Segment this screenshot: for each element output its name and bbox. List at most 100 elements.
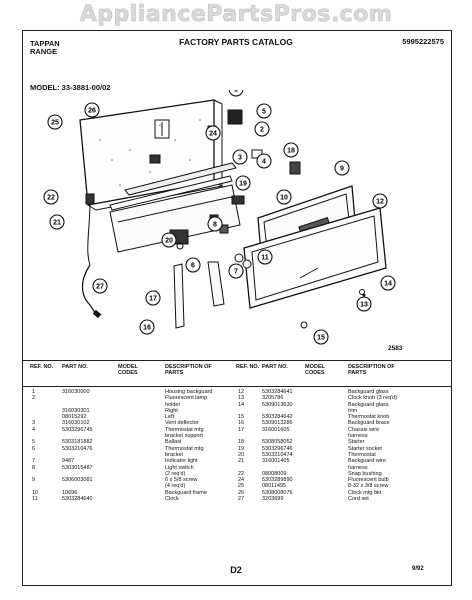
table-top-rule	[22, 360, 452, 361]
cell-ref: 18	[238, 439, 245, 446]
callout-label: 3	[238, 155, 242, 162]
cell-desc: Starter socket	[348, 445, 382, 452]
callout-22: 22	[43, 189, 59, 205]
callout-circle	[356, 296, 372, 312]
table-row: bracket	[30, 452, 230, 458]
brand-line-2: RANGE	[30, 47, 58, 56]
cell-part: 08015292	[62, 414, 87, 421]
figure-number: 2583	[388, 345, 403, 352]
table-header-rule	[22, 386, 452, 387]
callout-10: 10	[276, 189, 292, 205]
cell-desc: Backguard glass	[348, 401, 389, 408]
cell-ref: 19	[238, 445, 245, 452]
callout-label: 26	[88, 108, 96, 115]
callout-label: 12	[376, 199, 384, 206]
callout-label: 10	[280, 195, 288, 202]
callout-20: 20	[161, 232, 177, 248]
cell-desc: Clock knob (3 req'd)	[348, 395, 398, 402]
cell-ref: 21	[238, 458, 245, 465]
cell-desc: Cord set	[348, 496, 369, 503]
callout-26: 26	[84, 102, 100, 118]
callout-circle	[92, 278, 108, 294]
cell-desc: Thermostat knob	[348, 414, 390, 421]
callout-circle	[47, 114, 63, 130]
callout-16: 16	[139, 319, 155, 335]
wire-harness	[87, 199, 91, 266]
callout-circle	[161, 232, 177, 248]
callout-3: 3	[232, 149, 248, 165]
cell-part: 316001405	[262, 458, 290, 465]
right-header-ref: REF. NO.	[236, 364, 260, 370]
cell-desc: Starter	[348, 439, 365, 446]
left-header-model: MODEL CODES	[118, 364, 138, 376]
callout-15: 15	[313, 329, 329, 345]
right-header-part: PART NO.	[262, 364, 288, 370]
table-row: harness	[236, 465, 446, 471]
callout-label: 22	[47, 195, 55, 202]
starter	[231, 195, 245, 205]
callout-circle	[145, 290, 161, 306]
callout-label: 6	[191, 263, 195, 270]
callout-label: 14	[384, 281, 392, 288]
cell-desc: (2 req'd)	[165, 470, 186, 477]
callout-1: 1	[228, 90, 244, 97]
thermostat-bracket	[109, 184, 241, 253]
callout-label: 7	[234, 269, 238, 276]
fluorescent-bulb	[109, 175, 233, 211]
callout-2: 2	[254, 121, 270, 137]
cell-desc: Snap bushing	[348, 470, 382, 477]
cell-part: 5303210474	[262, 451, 293, 458]
callout-17: 17	[145, 290, 161, 306]
callout-8: 8	[207, 216, 223, 232]
cell-desc: Housing backguard	[165, 389, 213, 395]
cell-ref: 5	[32, 439, 36, 446]
callout-circle	[372, 193, 388, 209]
right-header-model: MODEL CODES	[305, 364, 325, 376]
callout-circle	[256, 103, 272, 119]
cell-ref: 9	[32, 477, 36, 484]
cell-ref: 22	[238, 470, 245, 477]
callout-label: 21	[53, 220, 61, 227]
exploded-parts-diagram: 1262552421834919102212212081167271713141…	[43, 90, 396, 345]
cell-desc: Thermostat mtg	[165, 426, 204, 433]
revision-date: 9/92	[412, 566, 424, 572]
callout-circle	[276, 189, 292, 205]
cell-desc: Vent deflector	[165, 420, 199, 427]
table-row: (2 req'd)	[30, 471, 230, 477]
callout-circle	[43, 189, 59, 205]
callout-label: 13	[360, 302, 368, 309]
cell-part: 5303210476	[62, 445, 93, 452]
cell-desc: bracket support	[165, 433, 203, 440]
cell-desc: harness	[348, 464, 368, 471]
cell-part: 08011495	[262, 483, 287, 490]
table-row: 08015292 Left	[30, 414, 230, 420]
cell-part: 316001605	[262, 426, 290, 433]
callout-circle	[49, 214, 65, 230]
cell-ref: 17	[238, 426, 245, 433]
cell-ref: 12	[238, 389, 245, 395]
callout-circle	[207, 216, 223, 232]
brand-line-1: TAPPAN	[30, 39, 60, 48]
cell-part: 5309013630	[262, 401, 293, 408]
catalog-number: 5995222575	[402, 37, 444, 46]
callout-18: 18	[283, 142, 299, 158]
cell-part: 5303296746	[262, 445, 293, 452]
cell-part: 5306003081	[62, 477, 93, 484]
cell-desc: Left	[165, 414, 175, 421]
callout-circle	[205, 125, 221, 141]
callout-circle	[256, 153, 272, 169]
brand-header: TAPPAN RANGE	[30, 40, 90, 56]
cell-desc: Clock mtg bkt	[348, 489, 382, 496]
cell-desc: holder	[165, 401, 181, 408]
